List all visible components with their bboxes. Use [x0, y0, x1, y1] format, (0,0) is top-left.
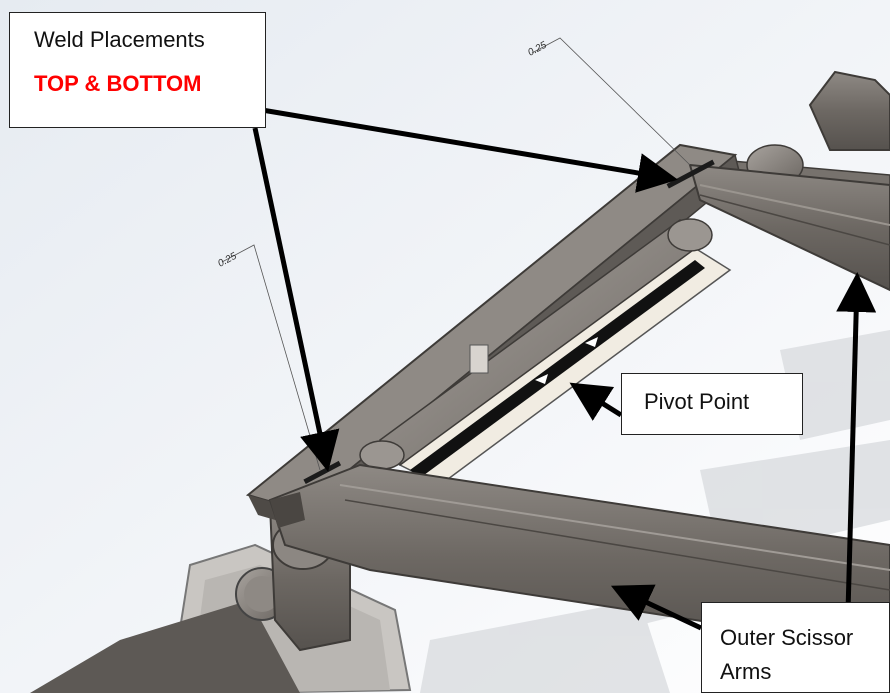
weld-bead-top — [666, 159, 715, 189]
pivot-point-label: Pivot Point — [644, 389, 750, 414]
arrow-upper-arm — [836, 272, 877, 613]
upper-arm — [688, 163, 890, 292]
hinge-tab-top — [808, 70, 890, 151]
pivot-point-callout: Pivot Point — [621, 373, 803, 435]
outer-scissor-arms-line2: Arms — [720, 659, 772, 684]
weld-placements-title: Weld Placements — [34, 27, 205, 52]
outer-scissor-arms-callout: Outer Scissor Arms — [701, 602, 890, 693]
pivot-roller — [359, 218, 732, 486]
outer-scissor-arms-line1: Outer Scissor — [720, 625, 854, 650]
annotation-arrows — [252, 107, 877, 631]
arrow-weld-top — [261, 107, 678, 193]
weld-placements-subtitle: TOP & BOTTOM — [34, 71, 202, 96]
weld-placements-callout: Weld Placements TOP & BOTTOM — [9, 12, 266, 128]
arrow-weld-left — [252, 127, 340, 472]
arrow-pivot — [569, 382, 623, 421]
arrow-outer-arm — [610, 584, 703, 631]
